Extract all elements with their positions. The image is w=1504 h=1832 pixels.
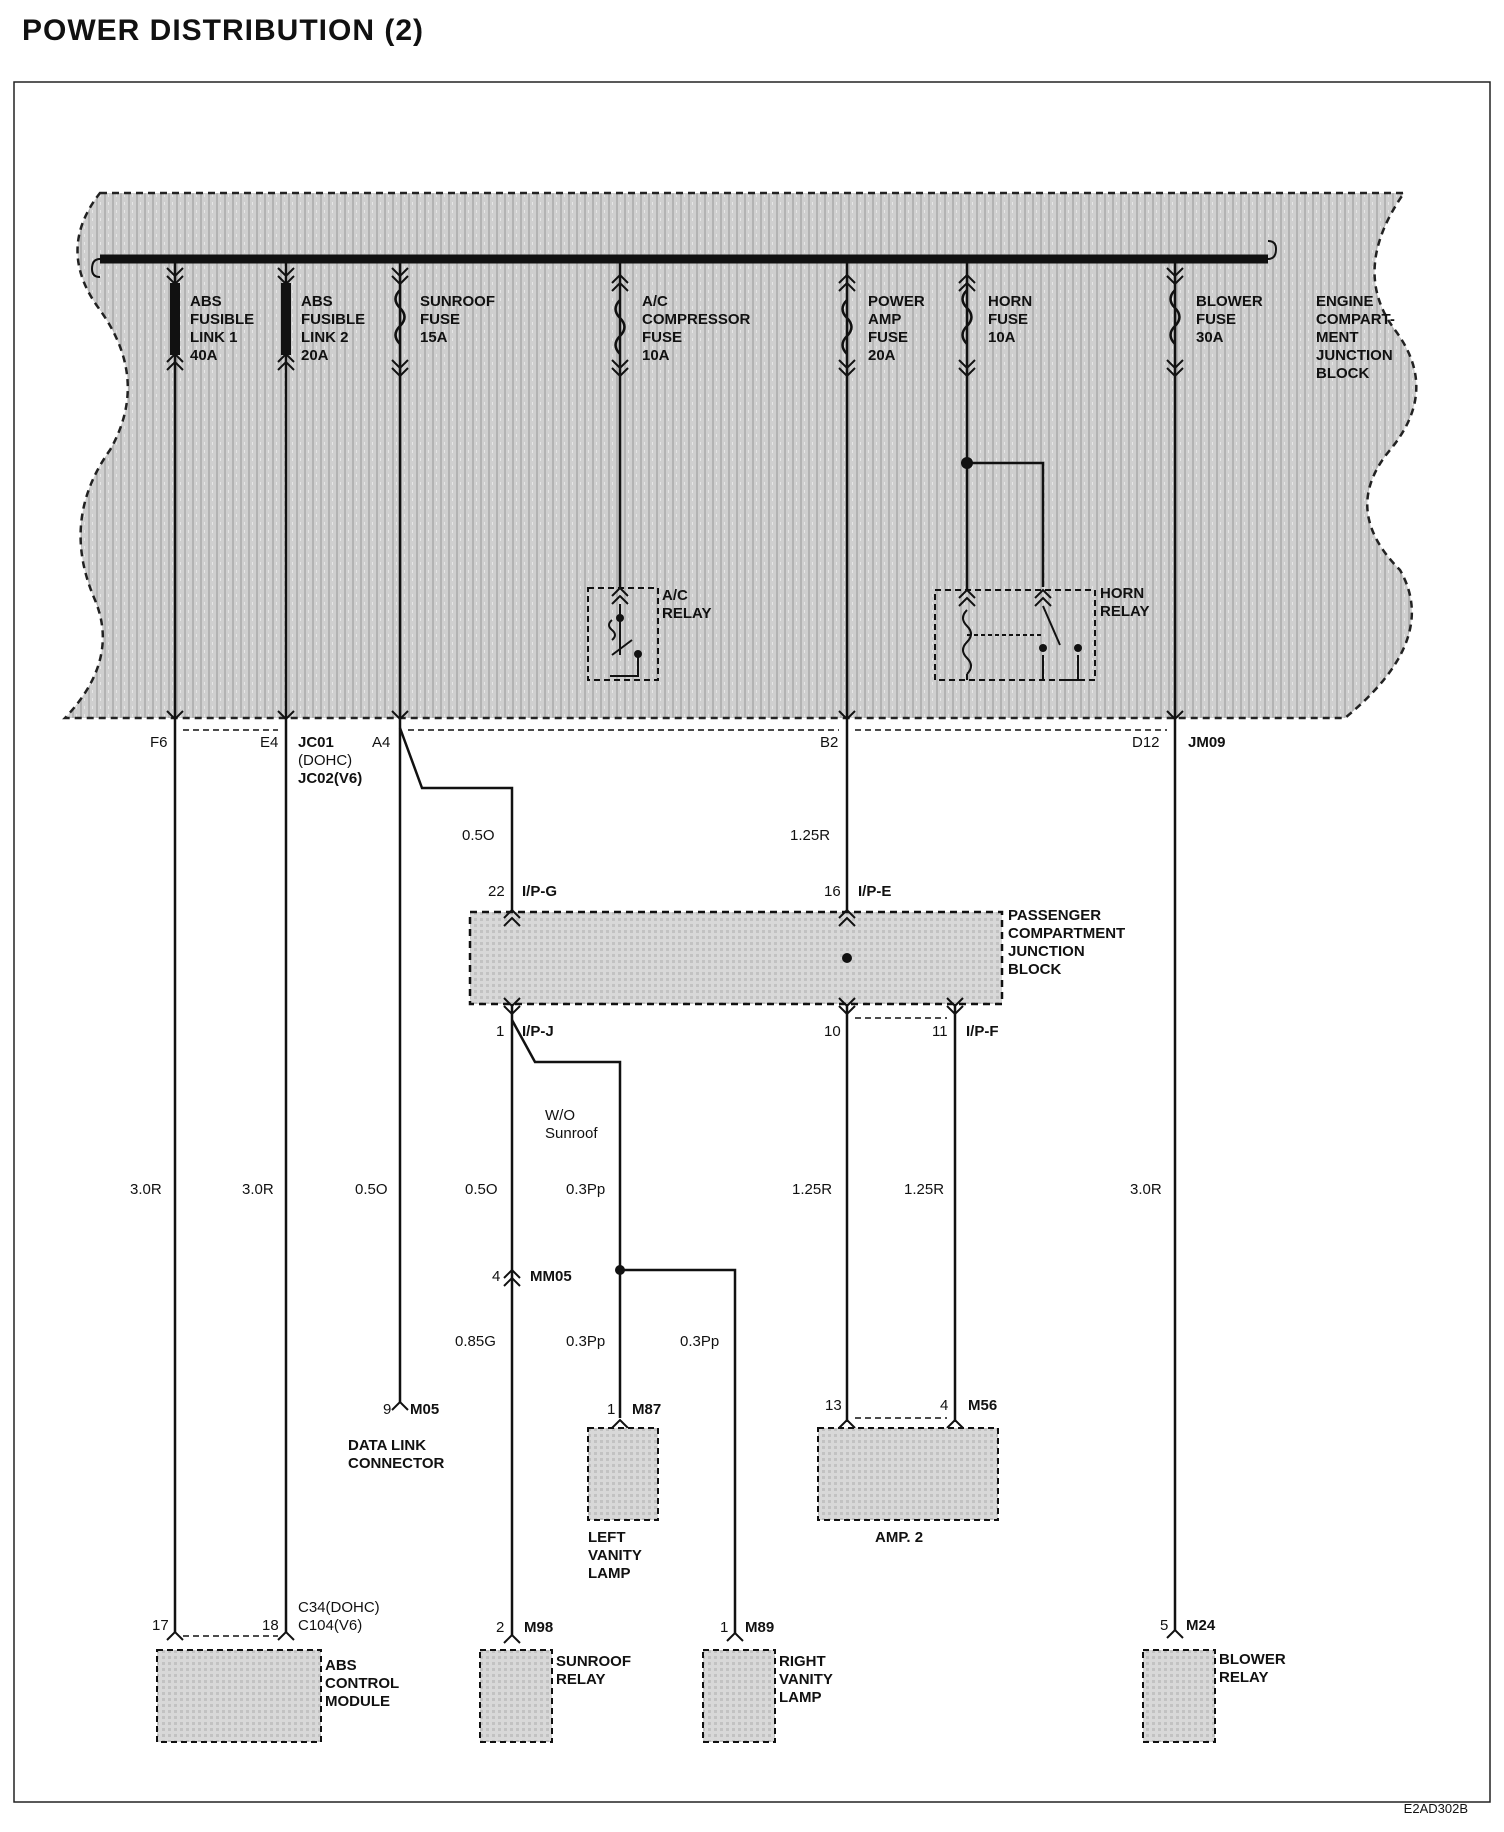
right-vanity-lamp-box <box>702 1649 776 1743</box>
connector-ipg: I/P-G <box>522 883 557 900</box>
pin-f6: F6 <box>150 734 168 751</box>
connector-m56: M56 <box>968 1397 997 1414</box>
connector-m24: M24 <box>1186 1617 1216 1634</box>
wire-size: 1.25R <box>792 1181 832 1198</box>
pin-1: 1 <box>496 1023 504 1040</box>
right-vanity-pin: 1 <box>720 1619 728 1636</box>
wire-size: 0.85G <box>455 1333 496 1350</box>
connector-mm05: MM05 <box>530 1268 572 1285</box>
ac-relay-box <box>587 587 659 681</box>
connector-ipj: I/P-J <box>522 1023 554 1040</box>
connector-jc01-note: (DOHC) <box>298 752 352 769</box>
amp2-box <box>817 1427 999 1521</box>
pin-a4: A4 <box>372 734 390 751</box>
wire-size: 0.3Pp <box>566 1333 605 1350</box>
wire-size: 3.0R <box>130 1181 162 1198</box>
pin-16: 16 <box>824 883 841 900</box>
connector-m87: M87 <box>632 1401 661 1418</box>
connector-ipf: I/P-F <box>966 1023 999 1040</box>
connector-m05: M05 <box>410 1401 439 1418</box>
left-vanity-pin: 1 <box>607 1401 615 1418</box>
wire-size: 0.3Pp <box>566 1181 605 1198</box>
connector-m98: M98 <box>524 1619 553 1636</box>
amp2-label: AMP. 2 <box>875 1529 923 1546</box>
wire-size: 3.0R <box>242 1181 274 1198</box>
blower-relay-box <box>1142 1649 1216 1743</box>
dlc-pin: 9 <box>383 1401 391 1418</box>
connector-m89: M89 <box>745 1619 774 1636</box>
connector-c34: C34(DOHC) <box>298 1599 380 1616</box>
pin-d12: D12 <box>1132 734 1160 751</box>
pin-e4: E4 <box>260 734 278 751</box>
connector-c104: C104(V6) <box>298 1617 362 1634</box>
amp2-pin-4: 4 <box>940 1397 948 1414</box>
sunroof-relay-pin: 2 <box>496 1619 504 1636</box>
sunroof-relay-box <box>479 1649 553 1743</box>
diagram-frame <box>13 81 1491 1803</box>
wire-size: 0.3Pp <box>680 1333 719 1350</box>
wire-size: 3.0R <box>1130 1181 1162 1198</box>
pin-11: 11 <box>932 1023 948 1040</box>
pin-b2: B2 <box>820 734 838 751</box>
blower-relay-pin: 5 <box>1160 1617 1168 1634</box>
connector-jc02: JC02(V6) <box>298 770 362 787</box>
pin-4-mm05: 4 <box>492 1268 500 1285</box>
pin-10: 10 <box>824 1023 841 1040</box>
horn-relay-box <box>934 589 1096 681</box>
left-vanity-lamp-box <box>587 1427 659 1521</box>
abs-pin-17: 17 <box>152 1617 169 1634</box>
pin-22: 22 <box>488 883 505 900</box>
connector-jc01: JC01 <box>298 734 334 751</box>
page-title: POWER DISTRIBUTION (2) <box>22 14 424 47</box>
wire-size: 0.5O <box>355 1181 388 1198</box>
engine-junction-block-area <box>62 191 1418 720</box>
passenger-junction-block <box>468 910 1004 1006</box>
diagram-code: E2AD302B <box>1403 1801 1468 1816</box>
connector-jm09: JM09 <box>1188 734 1226 751</box>
wire-size: 0.5O <box>462 827 495 844</box>
abs-control-module-box <box>156 1649 322 1743</box>
abs-pin-18: 18 <box>262 1617 279 1634</box>
wire-size: 1.25R <box>904 1181 944 1198</box>
amp2-pin-13: 13 <box>825 1397 842 1414</box>
wire-size: 0.5O <box>465 1181 498 1198</box>
connector-ipe: I/P-E <box>858 883 891 900</box>
wire-size: 1.25R <box>790 827 830 844</box>
